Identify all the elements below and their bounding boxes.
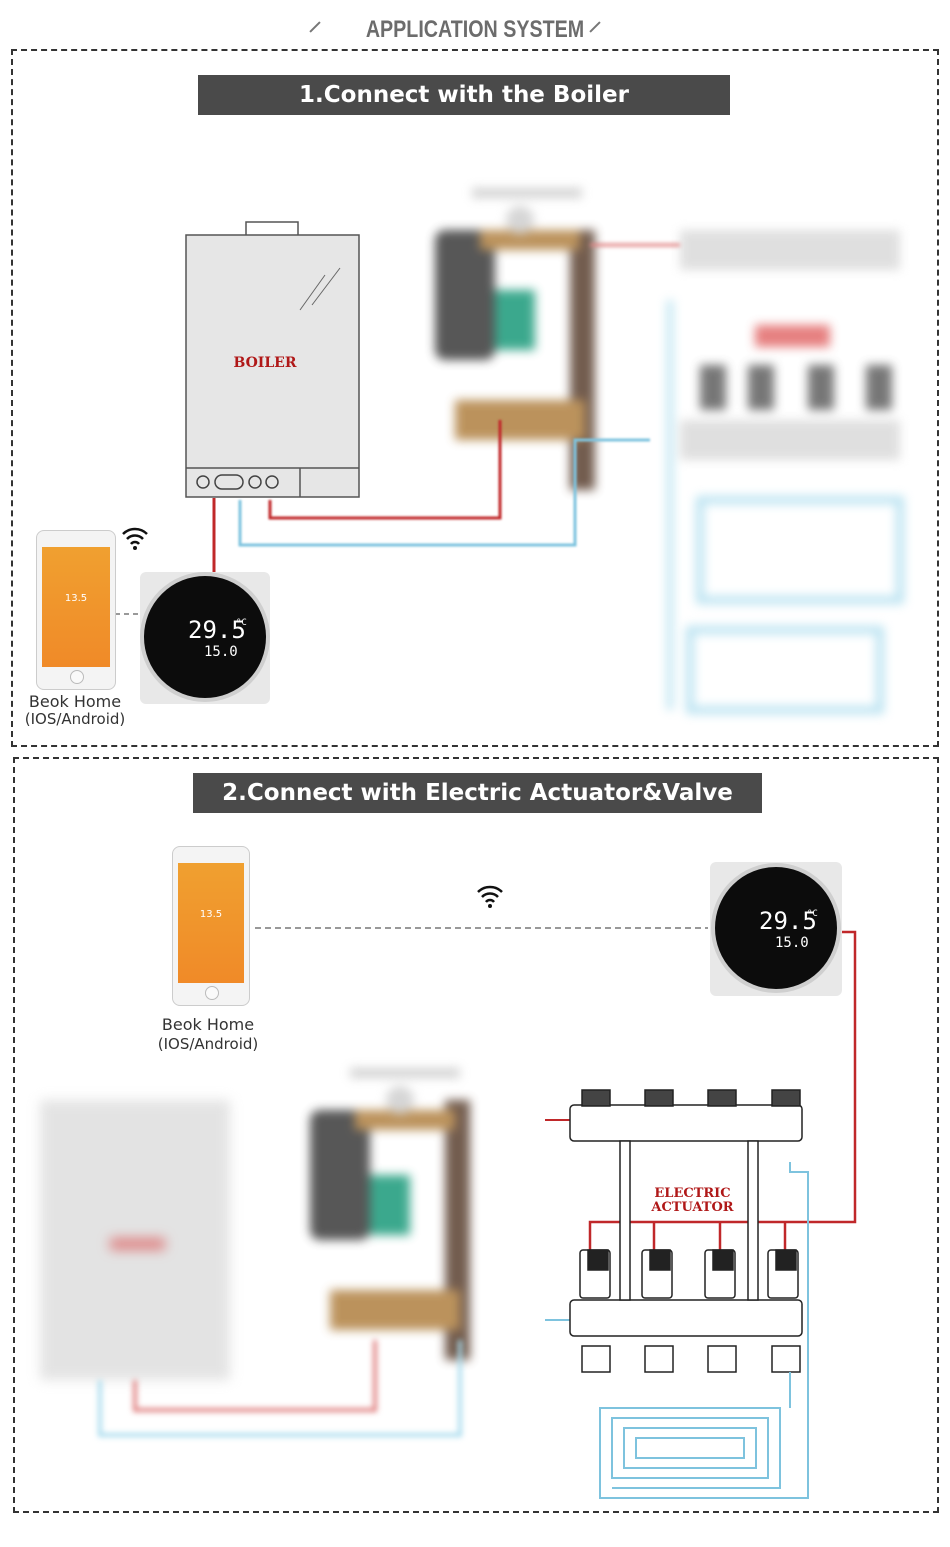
app-name: Beok Home [161,1015,255,1034]
thermostat-display: 29.5 °C 15.0 [140,572,270,702]
thermostat-setpoint: 15.0 [775,935,809,951]
floor-heating-loop [599,1162,809,1499]
section-actuator-title: 2.Connect with Electric Actuator&Valve [193,773,762,813]
wifi-icon [122,527,148,550]
section-boiler [11,49,939,747]
app-platform: (IOS/Android) [24,710,126,728]
thermostat-setpoint: 15.0 [204,644,238,660]
boiler-unit [185,221,360,498]
phone-app: 13.5 [36,530,116,690]
thermostat-unit: °C [236,618,247,628]
phone-temp: 13.5 [64,592,88,604]
pump-group-blurred [435,188,595,490]
section-actuator [13,757,939,1513]
pump-group-blurred-2 [310,1068,470,1360]
phone-screen: 13.5 [178,863,244,983]
thermostat: 29.5 °C 15.0 [710,862,842,996]
thermostat: 29.5 °C 15.0 [140,572,270,704]
actuator-label-line2: ACTUATOR [651,1200,734,1215]
thermostat-display: 29.5 °C 15.0 [711,863,841,993]
page-header: APPLICATION SYSTEM [0,12,950,52]
thermostat-unit: °C [807,909,818,919]
thermostat-temp: 29.5 [188,616,246,644]
phone-temp: 13.5 [199,908,223,920]
phone-app: 13.5 [172,846,250,1006]
manifold-blurred [667,230,904,714]
phone-home-button [70,670,84,684]
manifold [545,1089,803,1373]
boiler-label: BOILER [233,355,297,371]
phone-home-button [205,986,219,1000]
wifi-icon [477,885,503,908]
phone-screen: 13.5 [42,547,110,667]
thermostat-temp: 29.5 [759,907,817,935]
actuator-label-line1: ELECTRIC [654,1186,731,1201]
page-title: APPLICATION SYSTEM [365,16,585,43]
app-name: Beok Home [28,692,122,711]
boiler-blurred [40,1100,230,1380]
section-boiler-title: 1.Connect with the Boiler [198,75,730,115]
app-platform: (IOS/Android) [157,1035,259,1053]
